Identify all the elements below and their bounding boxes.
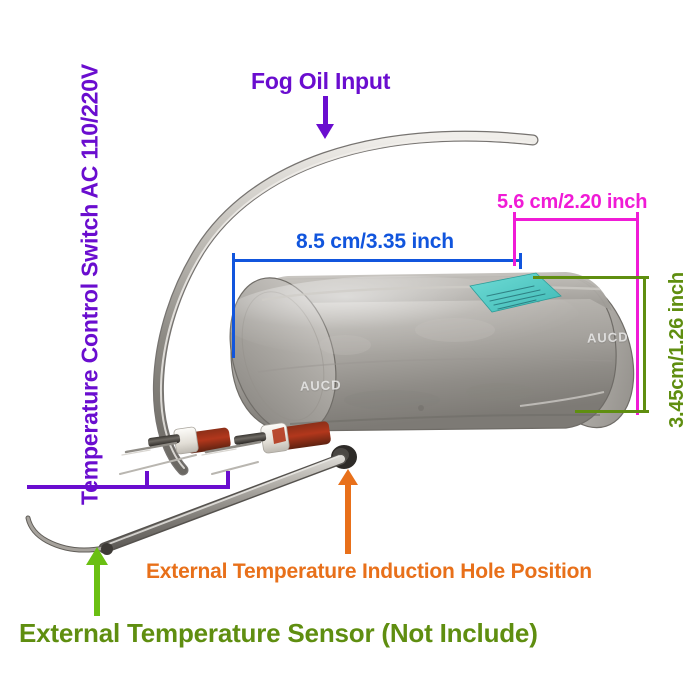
annotation-length-dimension: 8.5 cm/3.35 inch [296, 230, 454, 253]
watermark: AUCD [299, 377, 342, 394]
switch-bracket-bar [27, 485, 230, 489]
watermark: AUCD [586, 329, 629, 346]
sensor-arrow-stem [94, 562, 100, 616]
terminal-spikes [119, 454, 259, 475]
external-temperature-probe [25, 453, 347, 555]
sensor-arrow-head [86, 547, 108, 565]
induction-hole-arrow-stem [345, 482, 351, 554]
width-extension-right [636, 218, 639, 415]
length-extension-left [232, 259, 235, 358]
switch-bracket-tick-2 [226, 471, 230, 489]
length-dimension-line [232, 259, 522, 262]
annotation-fog-oil-input: Fog Oil Input [251, 68, 391, 94]
terminal-assembly-left [121, 426, 231, 456]
length-tick-right [519, 253, 522, 269]
fog-oil-inlet-tube [152, 130, 539, 476]
width-dimension-line [513, 218, 639, 221]
heater-body [220, 272, 635, 435]
annotation-external-sensor: External Temperature Sensor (Not Include… [19, 618, 538, 648]
annotation-temperature-control-switch: Temperature Control Switch AC 110/220V [76, 63, 103, 506]
fog-oil-arrow-stem [323, 96, 328, 126]
switch-bracket-tick-1 [145, 471, 149, 489]
height-extension-bottom [575, 410, 645, 413]
annotation-height-dimension: 3.45cm/1.26 inch [666, 272, 688, 428]
annotation-induction-hole: External Temperature Induction Hole Posi… [146, 560, 592, 583]
annotation-width-dimension: 5.6 cm/2.20 inch [497, 191, 648, 213]
height-dimension-line [643, 276, 646, 413]
induction-hole-arrow-head [338, 469, 358, 485]
width-extension-left [513, 218, 516, 266]
fog-oil-arrow-head [316, 124, 334, 139]
terminal-assembly-right [201, 421, 331, 456]
height-extension-top [533, 276, 645, 279]
